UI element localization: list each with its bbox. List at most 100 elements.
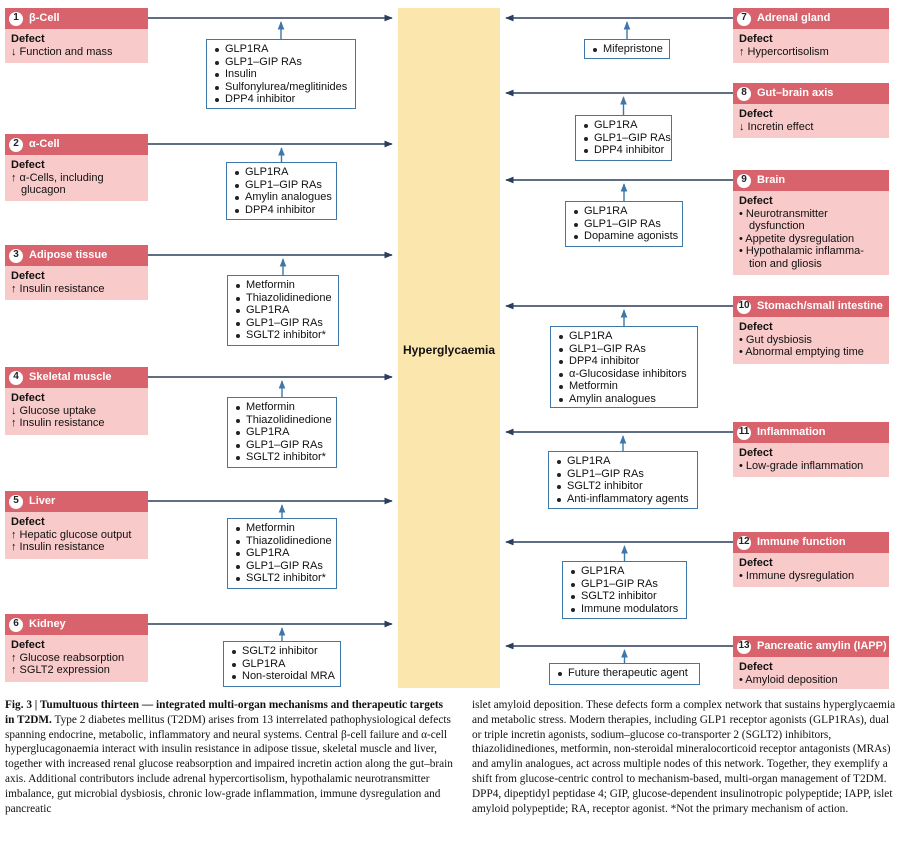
therapy-item: Dopamine agonists	[574, 230, 678, 243]
therapy-item: Non-steroidal MRA	[232, 670, 335, 683]
defect-label: Defect	[739, 661, 773, 673]
therapy-item: GLP1–GIP RAs	[584, 132, 671, 145]
defect-item: • Hypothalamic inflamma-	[739, 245, 864, 257]
caption-figure-title: Fig. 3 | Tumultuous thirteen — integrate…	[5, 699, 444, 726]
therapy-item: GLP1–GIP RAs	[235, 179, 328, 192]
therapy-item: Mifepristone	[593, 43, 663, 56]
defect-label: Defect	[11, 159, 45, 171]
therapy-item: GLP1RA	[571, 565, 678, 578]
organ-defect-box: Defect↑ Insulin resistance	[5, 266, 148, 300]
therapy-item: GLP1–GIP RAs	[574, 218, 674, 231]
defect-item: ↑ SGLT2 expression	[11, 664, 110, 676]
defect-item: ↑ α-Cells, including	[11, 171, 104, 184]
organ-title: α-Cell	[29, 138, 60, 151]
therapy-box-right-7: Future therapeutic agent	[549, 663, 700, 685]
therapy-item: Metformin	[236, 522, 328, 535]
organ-number-badge: 11	[737, 425, 751, 440]
defect-label: Defect	[739, 321, 773, 333]
therapy-item: DPP4 inhibitor	[584, 144, 664, 157]
therapy-item: Metformin	[559, 380, 689, 393]
organ-defect-box: Defect↑ Glucose reabsorption↑ SGLT2 expr…	[5, 635, 148, 682]
organ-title: β-Cell	[29, 12, 60, 25]
therapy-item: GLP1RA	[557, 455, 689, 468]
therapy-item: DPP4 inhibitor	[235, 204, 328, 217]
defect-label: Defect	[739, 557, 773, 569]
defect-item: glucagon	[21, 184, 66, 196]
therapy-item: GLP1–GIP RAs	[559, 343, 689, 356]
therapy-item: Thiazolidinedione	[236, 535, 332, 548]
therapy-item: SGLT2 inhibitor	[232, 645, 332, 658]
defect-item: ↓ Glucose uptake	[11, 404, 96, 417]
therapy-item: GLP1RA	[215, 43, 347, 56]
organ-defect-box: Defect↑ Hepatic glucose output↑ Insulin …	[5, 512, 148, 559]
organ-defect-box: Defect• Amyloid deposition	[733, 657, 889, 689]
organ-header: 8 Gut–brain axis	[733, 83, 889, 104]
organ-number-badge: 8	[737, 86, 751, 101]
organ-title: Kidney	[29, 618, 66, 631]
therapy-item: GLP1–GIP RAs	[215, 56, 347, 69]
organ-number-badge: 10	[737, 299, 751, 314]
organ-defect-box: Defect↓ Glucose uptake↑ Insulin resistan…	[5, 388, 148, 435]
organ-title: Inflammation	[757, 426, 826, 439]
therapy-item: Immune modulators	[571, 603, 678, 616]
caption-right: islet amyloid deposition. These defects …	[472, 698, 896, 816]
therapy-item: GLP1RA	[574, 205, 674, 218]
organ-title: Pancreatic amylin (IAPP)	[757, 640, 887, 653]
defect-item: • Neurotransmitter	[739, 207, 828, 220]
therapy-item: SGLT2 inhibitor*	[236, 572, 328, 585]
organ-title: Gut–brain axis	[757, 87, 834, 100]
therapy-item: Thiazolidinedione	[236, 414, 332, 427]
organ-title: Immune function	[757, 536, 846, 549]
defect-label: Defect	[739, 33, 773, 45]
defect-item: ↑ Insulin resistance	[11, 282, 105, 295]
defect-item: ↓ Incretin effect	[739, 120, 814, 133]
defect-label: Defect	[739, 108, 773, 120]
organ-defect-box: Defect• Immune dysregulation	[733, 553, 889, 587]
organ-number-badge: 4	[9, 370, 23, 385]
organ-defect-box: Defect• Low-grade inflammation	[733, 443, 889, 477]
therapy-item: α-Glucosidase inhibitors	[559, 368, 689, 381]
therapy-item: GLP1–GIP RAs	[236, 560, 328, 573]
defect-label: Defect	[11, 270, 45, 282]
therapy-item: DPP4 inhibitor	[215, 93, 347, 106]
organ-title: Skeletal muscle	[29, 371, 112, 384]
defect-label: Defect	[11, 639, 45, 651]
defect-item: • Abnormal emptying time	[739, 346, 864, 358]
defect-item: ↑ Insulin resistance	[11, 541, 105, 553]
defect-label: Defect	[739, 447, 773, 459]
organ-title: Adipose tissue	[29, 249, 108, 262]
therapy-box-right-1: Mifepristone	[584, 39, 670, 59]
defect-item: ↑ Hypercortisolism	[739, 45, 829, 58]
defect-item: • Gut dysbiosis	[739, 333, 812, 346]
organ-number-badge: 12	[737, 535, 751, 550]
organ-number-badge: 1	[9, 11, 23, 26]
hyperglycaemia-label: Hyperglycaemia	[402, 343, 496, 357]
therapy-item: GLP1RA	[559, 330, 689, 343]
caption-right-text: islet amyloid deposition. These defects …	[472, 699, 896, 815]
defect-label: Defect	[11, 392, 45, 404]
organ-defect-box: Defect↓ Incretin effect	[733, 104, 889, 138]
